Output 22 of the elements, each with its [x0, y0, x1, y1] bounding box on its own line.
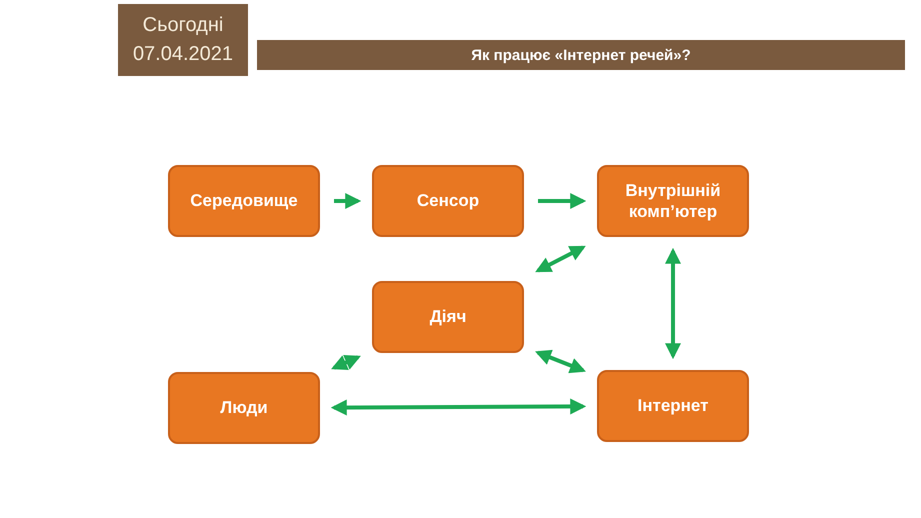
arrow [538, 193, 586, 209]
process-box [372, 281, 524, 353]
process-box [372, 165, 524, 237]
process-box [168, 165, 320, 237]
day-label: Сьогодні [142, 14, 224, 37]
node-label: Середовище [190, 190, 298, 212]
process-box [597, 165, 749, 237]
node-label: Внутрішній комп’ютер [624, 180, 722, 222]
arrow [331, 355, 361, 370]
arrow [535, 246, 586, 272]
node-label: Діяч [430, 306, 466, 328]
node-label: Інтернет [638, 395, 708, 417]
title: Як працює «Інтернет речей»? [471, 46, 691, 64]
process-box [597, 370, 749, 442]
arrow [535, 350, 586, 374]
process-box [168, 372, 320, 444]
node-label: Сенсор [416, 190, 480, 212]
node-label: Люди [220, 397, 268, 419]
arrow [334, 193, 362, 209]
arrow [330, 398, 586, 416]
arrow [665, 248, 681, 360]
date-label: 07.04.2021 [132, 43, 234, 66]
